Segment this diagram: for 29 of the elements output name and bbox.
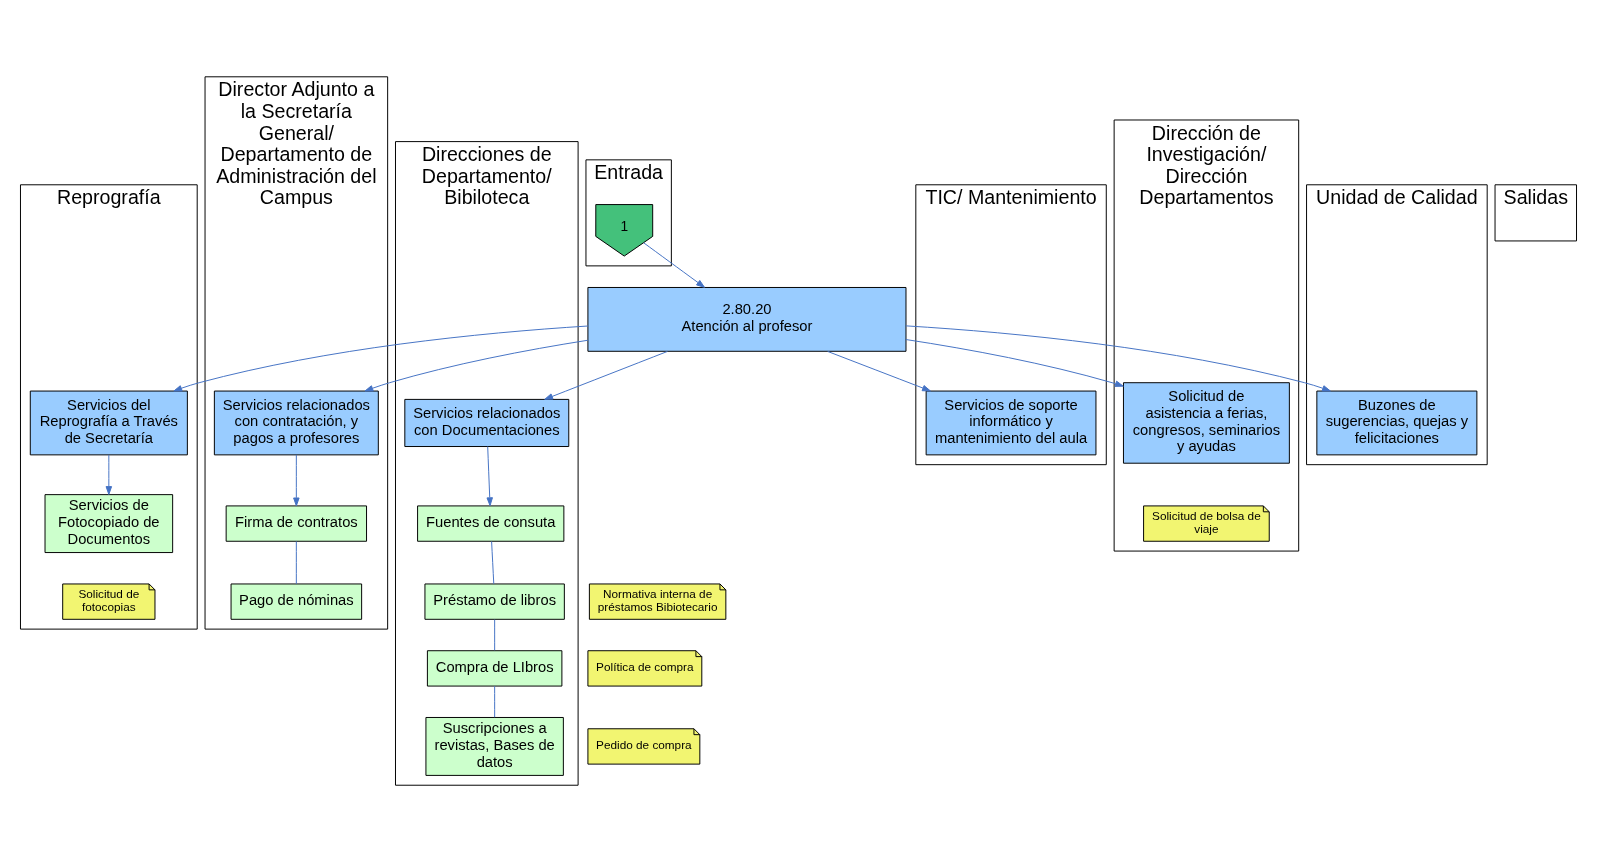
node-box: Solicitud de asistencia a ferias, congresos, seminarios y ayudas — [1122, 382, 1290, 464]
connector — [494, 619, 496, 651]
node-box: Buzones de sugerencias, quejas y felicitaciones — [1316, 390, 1478, 456]
node-box: Servicios relacionados con contratación, y pagos a profesores — [213, 390, 379, 456]
arrow — [293, 454, 300, 507]
node-box: Firma de contratos — [225, 505, 368, 542]
node-box: Salidas — [1494, 184, 1577, 242]
node-box: Pago de nóminas — [230, 583, 363, 620]
node-box: Fuentes de consuta — [417, 505, 565, 542]
arrow — [643, 242, 705, 288]
arrow — [173, 325, 589, 392]
arrow — [105, 454, 113, 495]
node-box: Préstamo de libros — [424, 583, 565, 620]
arrow — [486, 446, 493, 507]
connector — [295, 540, 297, 585]
node-box: Servicios del Reprografía a Través de Secretaría — [29, 390, 188, 456]
arrow — [544, 350, 668, 400]
arrow — [364, 339, 589, 392]
connector — [494, 685, 496, 718]
node-box: Servicios de Fotocopiado de Documentos — [44, 494, 174, 554]
arrow — [905, 339, 1124, 387]
node-box: Servicios relacionados con Documentaciones — [404, 398, 570, 447]
arrow — [905, 325, 1331, 392]
node-box: Compra de LIbros — [426, 650, 563, 687]
node-box: Suscripciones a revistas, Bases de datos — [425, 717, 564, 776]
arrow — [827, 350, 931, 392]
node-box: 2.80.20 Atención al profesor — [587, 287, 907, 352]
node-box: Servicios de soporte informático y mantenimiento del aula — [925, 390, 1097, 456]
connector — [491, 540, 495, 585]
